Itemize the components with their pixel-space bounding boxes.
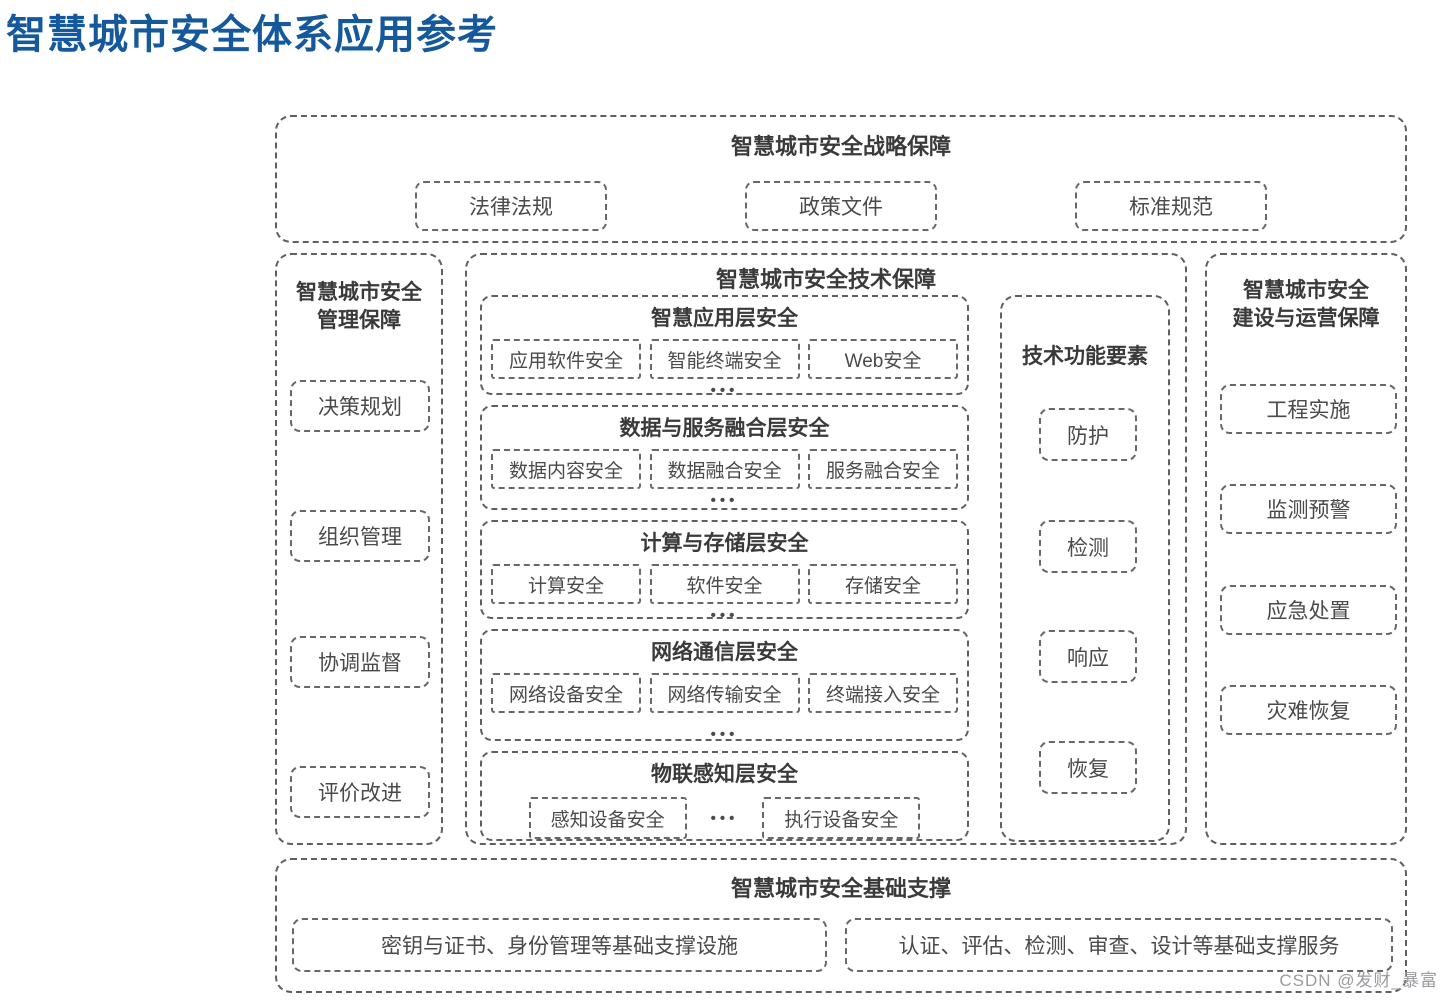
layer-data-service-title: 数据与服务融合层安全 [619,417,830,440]
ellipsis: ••• [710,726,739,743]
construction-title-line1: 智慧城市安全 [1243,279,1369,302]
item-data-content-security: 数据内容安全 [491,449,641,489]
layer-network: 网络通信层安全 网络设备安全 网络传输安全 终端接入安全 ••• [480,629,969,743]
management-item-coordination: 协调监督 [290,636,430,688]
layer-network-title: 网络通信层安全 [651,641,798,664]
support-item-infrastructure: 密钥与证书、身份管理等基础支撑设施 [292,918,827,972]
management-item-decision-planning: 决策规划 [290,380,430,432]
strategy-title: 智慧城市安全战略保障 [730,134,951,159]
item-compute-security: 计算安全 [491,564,641,604]
tech-title: 智慧城市安全技术保障 [715,267,936,292]
item-network-transmission-security: 网络传输安全 [649,673,800,713]
management-item-evaluation: 评价改进 [290,766,430,818]
support-title: 智慧城市安全基础支撑 [730,876,951,901]
layer-network-items: 网络设备安全 网络传输安全 终端接入安全 [482,673,967,713]
layer-data-service: 数据与服务融合层安全 数据内容安全 数据融合安全 服务融合安全 ••• [480,405,969,510]
layer-compute-storage-items: 计算安全 软件安全 存储安全 [482,564,967,604]
tech-functions-panel: 技术功能要素 防护 检测 响应 恢复 [1000,295,1170,842]
ellipsis: ••• [710,382,739,399]
item-network-device-security: 网络设备安全 [491,673,641,713]
layer-application: 智慧应用层安全 应用软件安全 智能终端安全 Web安全 ••• [480,295,969,399]
strategy-item-laws: 法律法规 [415,181,607,231]
construction-item-engineering: 工程实施 [1220,384,1397,434]
layer-compute-storage: 计算与存储层安全 计算安全 软件安全 存储安全 ••• [480,520,969,623]
tech-layers: 智慧应用层安全 应用软件安全 智能终端安全 Web安全 ••• 数据与服务融合层… [480,295,969,841]
construction-section: 智慧城市安全 建设与运营保障 工程实施 监测预警 应急处置 灾难恢复 [1205,253,1407,845]
layer-compute-storage-title: 计算与存储层安全 [640,532,809,555]
construction-item-emergency-response: 应急处置 [1220,585,1397,635]
item-perception-device-security: 感知设备安全 [528,797,687,839]
construction-title: 智慧城市安全 建设与运营保障 [1207,277,1405,334]
item-terminal-access-security: 终端接入安全 [808,673,958,713]
layer-iot-perception: 物联感知层安全 感知设备安全 ••• 执行设备安全 [480,751,969,841]
item-data-fusion-security: 数据融合安全 [649,449,800,489]
management-title: 智慧城市安全 管理保障 [277,279,441,336]
strategy-section: 智慧城市安全战略保障 法律法规 政策文件 标准规范 [275,115,1407,243]
item-actuator-device-security: 执行设备安全 [762,797,921,839]
item-smart-terminal-security: 智能终端安全 [649,339,800,379]
ellipsis: ••• [710,492,739,509]
function-item-detection: 检测 [1039,520,1137,573]
construction-item-disaster-recovery: 灾难恢复 [1220,685,1397,735]
ellipsis: ••• [710,607,739,624]
strategy-item-standards: 标准规范 [1075,181,1267,231]
page-title: 智慧城市安全体系应用参考 [6,13,498,57]
management-title-line2: 管理保障 [317,309,401,333]
tech-functions-title: 技术功能要素 [1022,345,1148,368]
support-items: 密钥与证书、身份管理等基础支撑设施 认证、评估、检测、审查、设计等基础支撑服务 [292,918,1393,972]
item-software-security: 软件安全 [649,564,800,604]
management-section: 智慧城市安全 管理保障 决策规划 组织管理 协调监督 评价改进 [275,253,443,845]
function-item-protection: 防护 [1039,408,1137,461]
layer-application-title: 智慧应用层安全 [651,307,798,330]
function-item-response: 响应 [1039,630,1137,683]
ellipsis: ••• [710,809,739,827]
item-web-security: Web安全 [808,339,958,379]
strategy-item-policy: 政策文件 [745,181,937,231]
item-storage-security: 存储安全 [808,564,958,604]
layer-iot-perception-items: 感知设备安全 ••• 执行设备安全 [482,797,967,839]
construction-item-monitoring-warning: 监测预警 [1220,484,1397,534]
management-item-organization: 组织管理 [290,510,430,562]
support-section: 智慧城市安全基础支撑 密钥与证书、身份管理等基础支撑设施 认证、评估、检测、审查… [275,858,1407,993]
layer-iot-perception-title: 物联感知层安全 [651,763,798,786]
layer-application-items: 应用软件安全 智能终端安全 Web安全 [482,339,967,379]
strategy-items: 法律法规 政策文件 标准规范 [277,181,1405,231]
tech-section: 智慧城市安全技术保障 智慧应用层安全 应用软件安全 智能终端安全 Web安全 •… [465,253,1187,845]
item-app-software-security: 应用软件安全 [491,339,641,379]
item-service-fusion-security: 服务融合安全 [808,449,958,489]
support-item-services: 认证、评估、检测、审查、设计等基础支撑服务 [845,918,1393,972]
layer-data-service-items: 数据内容安全 数据融合安全 服务融合安全 [482,449,967,489]
construction-title-line2: 建设与运营保障 [1232,307,1380,331]
management-title-line1: 智慧城市安全 [296,281,422,304]
function-item-recovery: 恢复 [1039,741,1137,794]
csdn-watermark: CSDN @发财_暴富 [1279,971,1438,990]
